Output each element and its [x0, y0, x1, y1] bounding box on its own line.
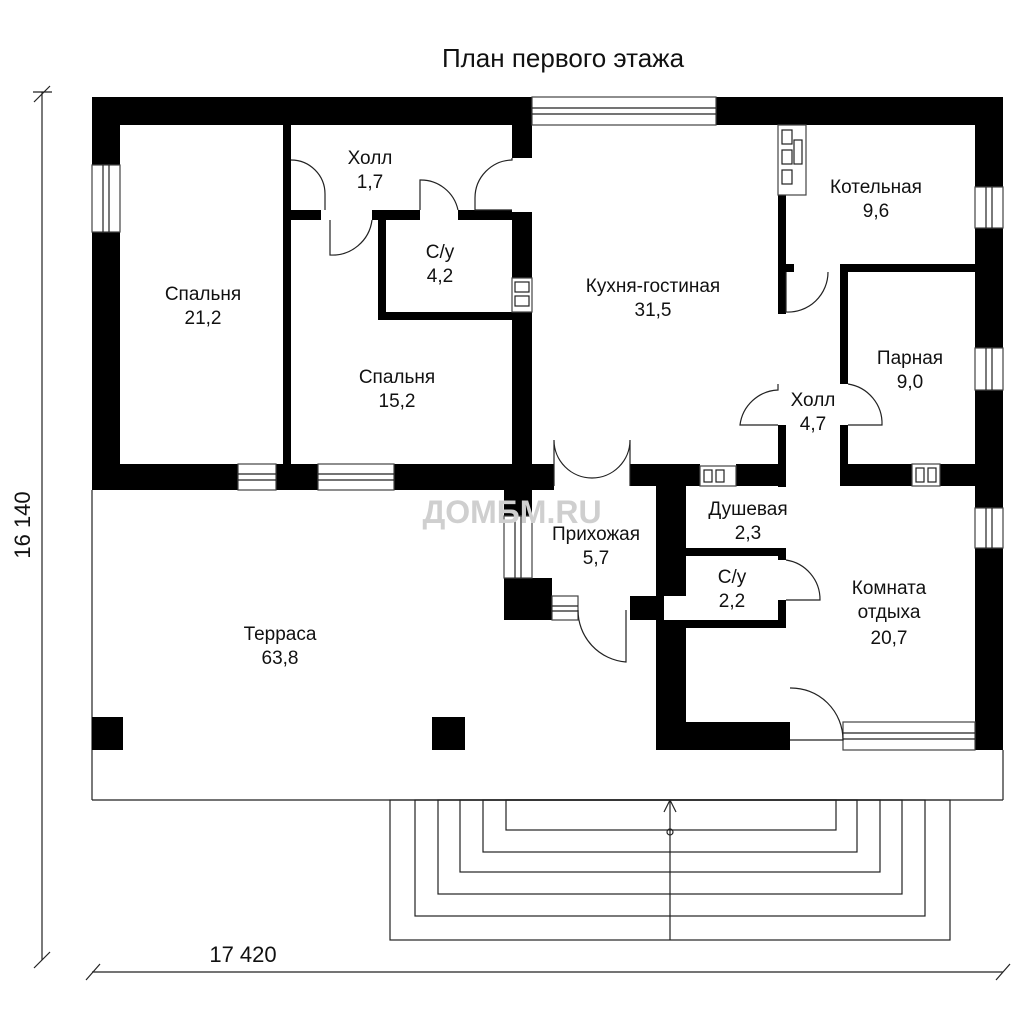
room-label-hall-2: Холл 4,7	[791, 390, 836, 435]
room-name: Терраса	[244, 624, 317, 645]
room-name: Парная	[877, 348, 943, 369]
room-name: Спальня	[165, 284, 241, 305]
room-label-steam-room: Парная 9,0	[877, 348, 943, 393]
room-area: 5,7	[583, 548, 609, 569]
height-dimension: 16 140	[10, 85, 52, 969]
room-area: 1,7	[357, 172, 383, 193]
room-area: 63,8	[262, 648, 299, 669]
room-name: Прихожая	[552, 524, 640, 545]
room-area: 4,7	[800, 414, 826, 435]
room-name: Холл	[348, 148, 393, 169]
room-name: Кухня-гостиная	[586, 276, 720, 297]
vent-icons	[511, 124, 941, 487]
room-label-bedroom-2: Спальня 15,2	[359, 367, 435, 412]
height-dimension-label: 16 140	[10, 491, 35, 558]
doors	[290, 158, 883, 741]
room-label-bedroom-1: Спальня 21,2	[165, 284, 241, 329]
room-area: 21,2	[185, 308, 222, 329]
room-name: Холл	[791, 390, 836, 411]
room-name: Спальня	[359, 367, 435, 388]
width-dimension: 17 420	[85, 942, 1011, 981]
room-name: С/у	[718, 567, 747, 588]
room-label-wc-2: С/у 2,2	[718, 567, 747, 612]
room-name: Душевая	[708, 499, 787, 520]
room-label-hall-1: Холл 1,7	[348, 148, 393, 193]
room-area: 15,2	[379, 391, 416, 412]
room-name: Котельная	[830, 177, 922, 198]
room-area: 2,2	[719, 591, 745, 612]
room-area: 2,3	[735, 523, 761, 544]
room-area: 9,0	[897, 372, 923, 393]
entrance-steps	[389, 799, 951, 941]
windows	[91, 96, 1004, 751]
room-name: С/у	[426, 242, 455, 263]
terrace-column	[92, 717, 123, 750]
plan-title: План первого этажа	[442, 43, 685, 73]
room-area: 20,7	[871, 628, 908, 649]
room-label-boiler-room: Котельная 9,6	[830, 177, 922, 222]
room-label-terrace: Терраса 63,8	[244, 624, 317, 669]
room-label-wc-1: С/у 4,2	[426, 242, 455, 287]
terrace-outline	[91, 490, 1004, 801]
room-area: 31,5	[635, 300, 672, 321]
room-area: 9,6	[863, 201, 889, 222]
room-label-kitchen-living: Кухня-гостиная 31,5	[586, 276, 720, 321]
room-label-shower: Душевая 2,3	[708, 499, 787, 544]
watermark: ДОМБМ.RU	[422, 494, 601, 530]
room-label-entrance-hall: Прихожая 5,7	[552, 524, 640, 569]
terrace-column	[432, 717, 465, 750]
width-dimension-label: 17 420	[209, 942, 276, 967]
room-area: 4,2	[427, 266, 453, 287]
walls	[92, 97, 1003, 750]
